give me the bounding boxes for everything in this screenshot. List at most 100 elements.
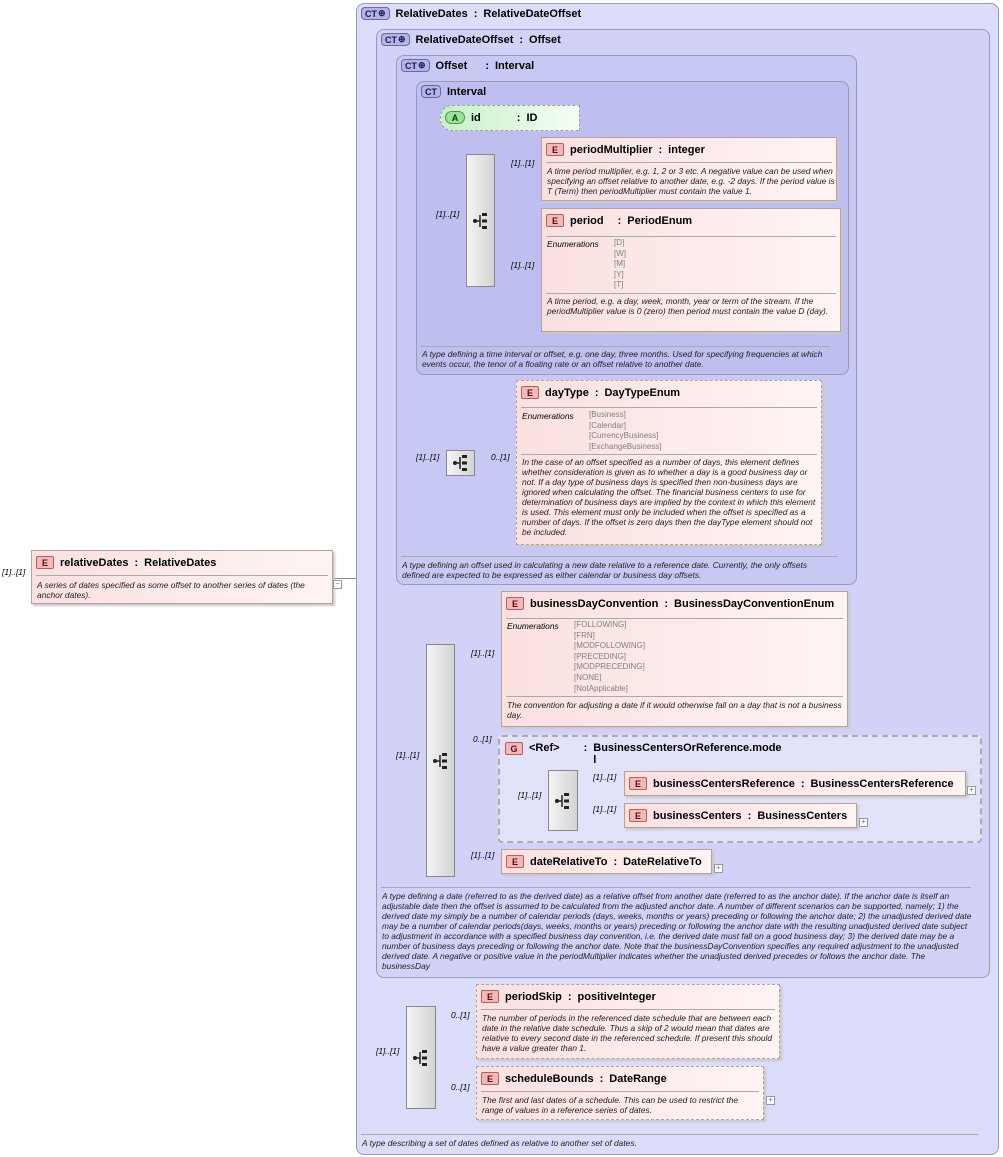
element-badge: E: [481, 1072, 499, 1085]
attribute-name: id: [471, 111, 481, 124]
element-business-centers-reference[interactable]: E businessCentersReference : BusinessCen…: [624, 771, 966, 796]
element-schedule-bounds[interactable]: E scheduleBounds : DateRange The first a…: [476, 1066, 764, 1120]
cardinality-label: [1]..[1]: [376, 1046, 400, 1056]
expand-toggle[interactable]: +: [967, 779, 976, 797]
plus-icon: +: [859, 818, 868, 827]
ct-documentation: A type defining an offset used in calcul…: [402, 560, 808, 580]
separator: [381, 887, 971, 888]
enum-value: [M]: [614, 259, 626, 269]
element-documentation: A time period, e.g. a day, week, month, …: [547, 296, 829, 316]
ct-name: Interval: [447, 85, 487, 98]
sequence-icon: [555, 792, 569, 809]
separator: [521, 454, 817, 455]
element-name: dayType: [545, 386, 589, 399]
separator: [481, 1009, 775, 1010]
cardinality-label: [1]..[1]: [511, 158, 535, 168]
enum-value: [Business]: [589, 410, 626, 419]
separator: [421, 346, 830, 347]
cardinality-label: [1]..[1]: [471, 648, 495, 658]
sequence-icon: [452, 455, 467, 471]
cardinality-label: [1]..[1]: [396, 750, 420, 760]
enum-value: [FOLLOWING]: [574, 620, 627, 629]
element-badge: E: [546, 143, 564, 156]
sequence-compositor[interactable]: [406, 1006, 436, 1109]
enum-value: [PRECEDING]: [574, 651, 627, 661]
element-documentation: In the case of an offset specified as a …: [522, 457, 816, 537]
element-name: period: [570, 214, 604, 227]
element-type: DateRange: [609, 1072, 667, 1085]
element-type: BusinessDayConventionEnum: [674, 597, 835, 610]
element-relative-dates[interactable]: E relativeDates : RelativeDates A series…: [31, 550, 333, 604]
ct-documentation: A type defining a time interval or offse…: [422, 349, 823, 369]
element-badge: E: [629, 809, 647, 822]
element-period-multiplier[interactable]: E periodMultiplier : integer A time peri…: [541, 137, 837, 201]
element-documentation: The convention for adjusting a date if i…: [507, 700, 842, 720]
ct-name: RelativeDates: [395, 7, 468, 20]
ct-name: Offset: [435, 59, 468, 72]
enum-value: [D]: [614, 238, 625, 247]
cardinality-label: [1]..[1]: [436, 209, 460, 219]
enum-value: [W]: [614, 248, 626, 258]
group-name: <Ref>: [529, 742, 560, 754]
element-day-type[interactable]: E dayType : DayTypeEnum Enumerations [Bu…: [516, 380, 822, 545]
enumerations-label: Enumerations: [507, 621, 559, 631]
separator: [521, 407, 817, 408]
collapse-toggle[interactable]: −: [333, 573, 342, 591]
element-name: businessCenters: [653, 809, 742, 822]
ct-documentation: A type describing a set of dates defined…: [362, 1138, 637, 1148]
enumerations-label: Enumerations: [522, 411, 574, 421]
enum-value: [Y]: [614, 269, 624, 279]
attribute-id[interactable]: A id : ID: [440, 105, 580, 131]
ct-badge: CT⊕: [401, 59, 430, 72]
element-date-relative-to[interactable]: E dateRelativeTo : DateRelativeTo: [501, 849, 712, 874]
element-badge: E: [506, 855, 524, 868]
enumerations-label: Enumerations: [547, 239, 599, 249]
attribute-badge: A: [445, 111, 465, 124]
type-separator: :: [134, 556, 139, 569]
sequence-compositor[interactable]: [426, 644, 455, 877]
cardinality-label: [1]..[1]: [518, 790, 542, 800]
type-separator: :: [658, 143, 663, 156]
type-separator: :: [485, 59, 489, 72]
type-separator: :: [613, 855, 618, 868]
enum-value: [ExchangeBusiness]: [589, 441, 662, 451]
sequence-compositor[interactable]: [548, 770, 578, 831]
element-name: businessCentersReference: [653, 777, 795, 790]
group-badge: G: [505, 742, 523, 755]
element-type: DayTypeEnum: [604, 386, 681, 399]
type-separator: :: [599, 1072, 604, 1085]
separator: [546, 293, 836, 294]
expand-toggle[interactable]: +: [859, 811, 868, 829]
element-period-skip[interactable]: E periodSkip : positiveInteger The numbe…: [476, 984, 780, 1059]
element-name: scheduleBounds: [505, 1072, 594, 1085]
element-name: dateRelativeTo: [530, 855, 608, 868]
group-type-tail: l: [593, 754, 597, 766]
element-documentation: The first and last dates of a schedule. …: [482, 1095, 739, 1115]
element-period[interactable]: E period : PeriodEnum Enumerations [D] […: [541, 208, 841, 332]
enumeration-values: [Business] [Calendar] [CurrencyBusiness]…: [589, 410, 662, 452]
separator: [361, 1134, 978, 1135]
element-business-centers[interactable]: E businessCenters : BusinessCenters: [624, 803, 857, 828]
plus-icon: +: [967, 786, 976, 795]
sequence-compositor[interactable]: [466, 154, 495, 287]
expand-toggle[interactable]: +: [714, 857, 723, 875]
cardinality-label: [1]..[1]: [471, 850, 495, 860]
element-badge: E: [546, 214, 564, 227]
element-documentation: A time period multiplier, e.g. 1, 2 or 3…: [547, 166, 835, 196]
element-type: integer: [668, 143, 705, 156]
type-separator: :: [516, 111, 521, 124]
enum-value: [CurrencyBusiness]: [589, 431, 659, 441]
element-business-day-convention[interactable]: E businessDayConvention : BusinessDayCon…: [501, 591, 848, 727]
ct-badge: CT⊕: [361, 7, 390, 20]
sequence-compositor[interactable]: [446, 450, 475, 476]
ct-badge: CT: [421, 85, 441, 98]
enum-value: [T]: [614, 280, 624, 290]
separator: [401, 556, 838, 557]
type-separator: :: [473, 7, 478, 20]
type-separator: :: [567, 990, 572, 1003]
enum-value: [NONE]: [574, 672, 602, 682]
expand-toggle[interactable]: +: [766, 1089, 775, 1107]
element-badge: E: [506, 597, 524, 610]
sequence-icon: [432, 752, 447, 769]
type-separator: :: [664, 597, 669, 610]
